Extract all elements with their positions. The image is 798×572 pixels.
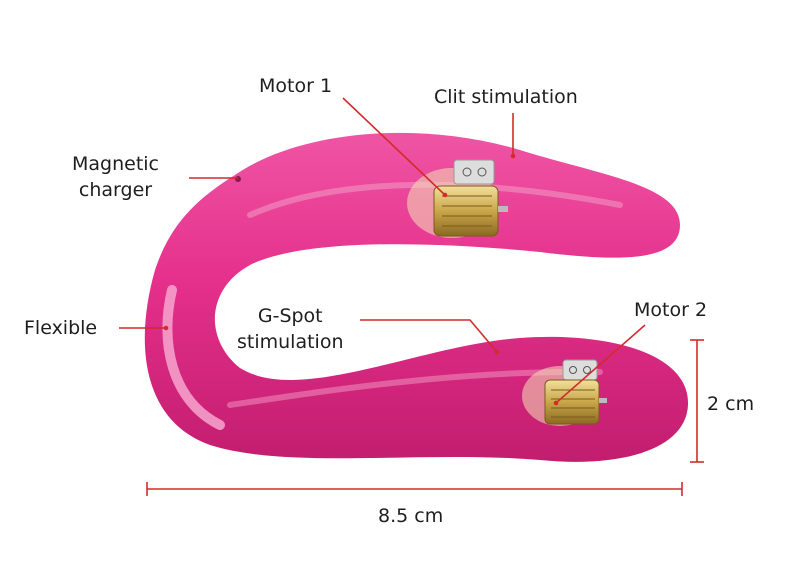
label-flexible: Flexible (24, 317, 98, 339)
label-gspot-line1: G-Spot (257, 305, 323, 327)
motor-1-icon (407, 159, 508, 238)
label-gspot-stimulation: G-Spot stimulation (237, 303, 344, 355)
label-gspot-line2: stimulation (237, 331, 344, 353)
leader-motor1 (342, 97, 446, 196)
label-magnetic-charger-line1: Magnetic (72, 153, 160, 175)
label-motor-1: Motor 1 (259, 75, 333, 97)
label-magnetic-charger-line2: charger (78, 179, 153, 201)
magnetic-charger-point (235, 176, 241, 182)
label-clit-stimulation: Clit stimulation (434, 86, 578, 108)
leader-lines (119, 97, 704, 496)
label-motor-2: Motor 2 (634, 299, 708, 321)
label-width: 2 cm (707, 393, 755, 415)
leader-gspot (360, 319, 498, 353)
label-length: 8.5 cm (378, 505, 444, 527)
leader-motor2 (555, 324, 646, 404)
flexible-bend-highlight (162, 285, 225, 430)
label-magnetic-charger: Magnetic charger (72, 151, 159, 203)
